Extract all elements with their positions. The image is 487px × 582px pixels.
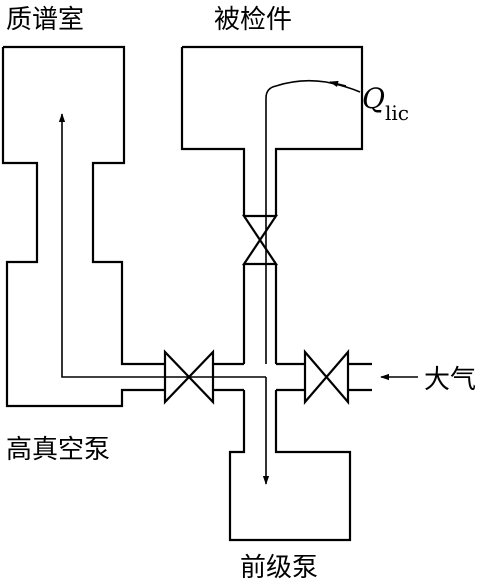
- high-vacuum-pump-outline: [1, 47, 165, 408]
- left-valve-symbol: [163, 349, 215, 405]
- label-test-object: 被检件: [214, 5, 292, 35]
- mass-spec-chamber-outline: [3, 45, 165, 366]
- leak-entry-arrow: [329, 80, 347, 88]
- label-high-vacuum-pump: 高真空泵: [6, 435, 110, 465]
- test-object-chamber-outline-left: [180, 47, 246, 216]
- test-object-chamber-outline: [182, 45, 364, 216]
- label-roughing-pump: 前级泵: [240, 553, 318, 582]
- label-leak-rate-subscript: lic: [385, 101, 409, 125]
- label-atmosphere: 大气: [424, 365, 476, 395]
- upper-valve-symbol: [241, 214, 279, 266]
- flow-arrow-to-chamber: [58, 113, 266, 378]
- right-valve-symbol: [303, 349, 350, 405]
- label-mass-spec-chamber: 质谱室: [6, 5, 84, 35]
- label-leak-rate-symbol: Q: [362, 82, 385, 115]
- leak-flow-curve: [265, 79, 361, 364]
- roughing-pump-outline: [228, 390, 352, 542]
